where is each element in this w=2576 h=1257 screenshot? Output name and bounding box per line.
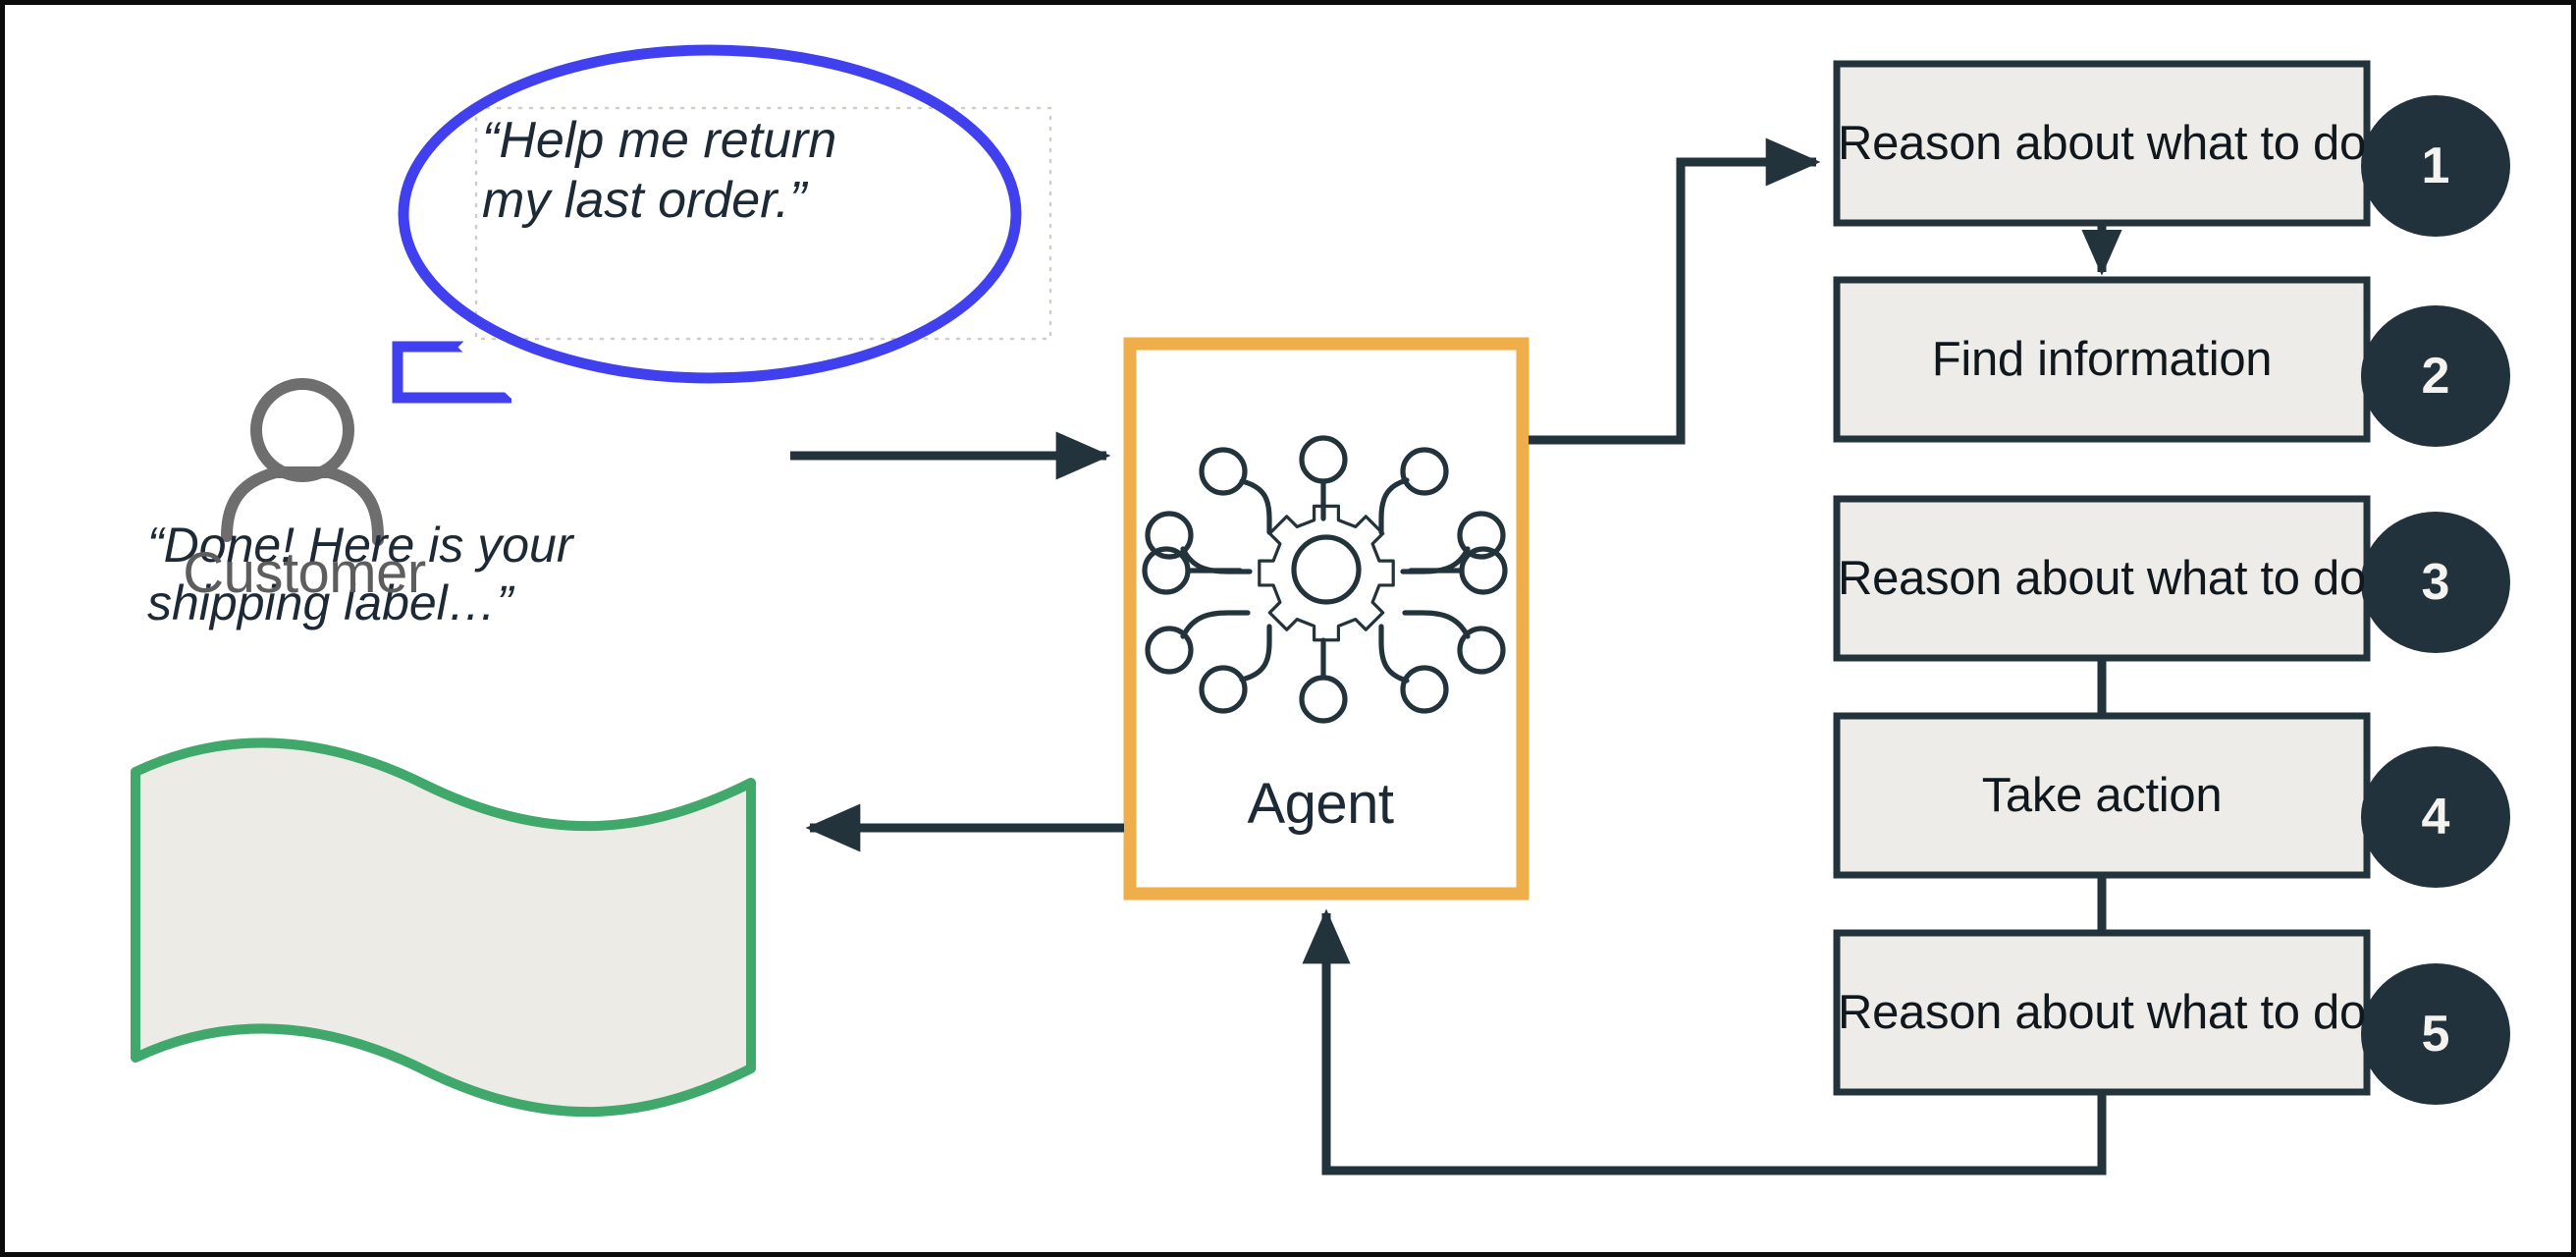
step5-to-agent-feedback-arrow	[1302, 908, 2107, 1175]
step-number-5: 5	[2421, 1006, 2450, 1063]
step-number-3: 3	[2421, 554, 2450, 611]
step-number-1: 1	[2421, 137, 2450, 194]
step-badge-3	[2361, 512, 2510, 653]
step-badge-5	[2361, 963, 2510, 1105]
step-badge-1	[2361, 95, 2510, 237]
customer-label: Customer	[183, 541, 426, 605]
step-box-4	[1833, 712, 2371, 879]
step-badge-4	[2361, 746, 2510, 888]
step-box-3	[1833, 495, 2371, 662]
speech-bubble-icon	[392, 44, 1022, 404]
gear-network-icon	[1142, 435, 1508, 724]
person-outline-icon	[221, 378, 384, 546]
step-box-2	[1833, 276, 2371, 443]
step-number-2: 2	[2421, 348, 2450, 405]
customer-response-text: “Done! Here is your shipping label…”	[147, 518, 573, 630]
agent-to-step1-arrow	[1529, 137, 1821, 445]
wavy-banner-icon	[131, 738, 756, 1118]
diagram-graphics	[131, 44, 2510, 1175]
step-badge-2	[2361, 305, 2510, 447]
step-box-5	[1833, 929, 2371, 1096]
agent-box	[1123, 337, 1530, 901]
step-box-1	[1833, 60, 2371, 227]
agent-label: Agent	[1247, 772, 1394, 836]
bubble-text-bounds	[474, 106, 1052, 341]
customer-request-text: “Help me return my last order.”	[482, 112, 837, 230]
step-number-4: 4	[2421, 789, 2450, 846]
